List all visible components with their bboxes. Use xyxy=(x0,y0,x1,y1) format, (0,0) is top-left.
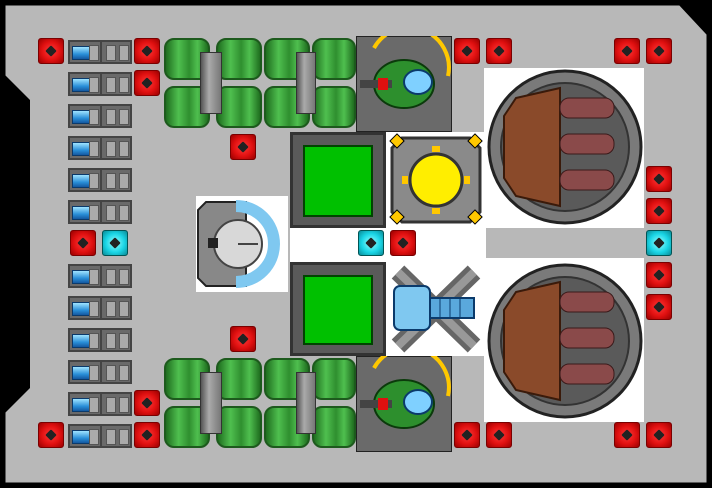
battery-cell-icon xyxy=(100,264,132,288)
power-node-icon xyxy=(390,230,416,256)
battery-cell-icon xyxy=(100,40,132,64)
green-tank-icon xyxy=(216,406,262,448)
hull-notch xyxy=(0,70,30,418)
battery-cell-icon xyxy=(68,168,102,192)
battery-cell-icon xyxy=(68,296,102,320)
battery-cell-icon xyxy=(100,104,132,128)
console-screen xyxy=(303,145,373,217)
power-node-icon xyxy=(646,294,672,320)
power-node-icon xyxy=(38,422,64,448)
power-node-icon xyxy=(614,38,640,64)
pipe xyxy=(296,372,316,434)
battery-cell-icon xyxy=(68,392,102,416)
power-node-icon xyxy=(646,166,672,192)
power-node-icon xyxy=(486,422,512,448)
green-tank-icon xyxy=(216,358,262,400)
green-tank-icon xyxy=(312,358,356,400)
power-node-icon xyxy=(486,38,512,64)
battery-cell-icon xyxy=(100,360,132,384)
battery-cell-icon xyxy=(100,136,132,160)
battery-cell-icon xyxy=(100,200,132,224)
battery-cell-icon xyxy=(68,360,102,384)
power-node-icon xyxy=(646,422,672,448)
green-tank-icon xyxy=(216,86,262,128)
green-tank-icon xyxy=(216,38,262,80)
power-node-icon xyxy=(134,70,160,96)
power-node-icon xyxy=(134,390,160,416)
laser-cannon-icon xyxy=(391,265,481,353)
weapon-mount-icon xyxy=(356,36,452,132)
battery-cell-icon xyxy=(100,72,132,96)
battery-cell-icon xyxy=(68,104,102,128)
power-node-icon xyxy=(614,422,640,448)
battery-cell-icon xyxy=(68,328,102,352)
green-tank-icon xyxy=(312,86,356,128)
battery-cell-icon xyxy=(100,168,132,192)
battery-cell-icon xyxy=(68,424,102,448)
battery-cell-icon xyxy=(68,40,102,64)
power-node-icon xyxy=(646,198,672,224)
power-node-icon xyxy=(134,38,160,64)
power-node-icon xyxy=(70,230,96,256)
power-node-icon xyxy=(646,262,672,288)
control-console-icon xyxy=(290,132,386,228)
weapon-mount-icon xyxy=(356,356,452,452)
green-tank-icon xyxy=(312,406,356,448)
green-tank-icon xyxy=(312,38,356,80)
power-node-icon xyxy=(358,230,384,256)
power-node-icon xyxy=(646,230,672,256)
power-node-icon xyxy=(230,326,256,352)
control-console-icon xyxy=(290,262,386,356)
battery-cell-icon xyxy=(68,136,102,160)
reactor-core-icon xyxy=(389,133,483,225)
shield-generator-icon xyxy=(196,198,288,290)
battery-cell-icon xyxy=(100,392,132,416)
power-node-icon xyxy=(134,422,160,448)
battery-cell-icon xyxy=(100,328,132,352)
power-node-icon xyxy=(454,422,480,448)
console-screen xyxy=(303,275,373,345)
thruster-engine-icon xyxy=(487,263,643,419)
pipe xyxy=(200,372,222,434)
power-node-icon xyxy=(454,38,480,64)
power-node-icon xyxy=(38,38,64,64)
power-node-icon xyxy=(230,134,256,160)
pipe xyxy=(296,52,316,114)
thruster-engine-icon xyxy=(487,69,643,225)
power-node-icon xyxy=(102,230,128,256)
power-node-icon xyxy=(646,38,672,64)
battery-cell-icon xyxy=(68,264,102,288)
battery-cell-icon xyxy=(100,296,132,320)
battery-cell-icon xyxy=(68,72,102,96)
battery-cell-icon xyxy=(68,200,102,224)
pipe xyxy=(200,52,222,114)
battery-cell-icon xyxy=(100,424,132,448)
